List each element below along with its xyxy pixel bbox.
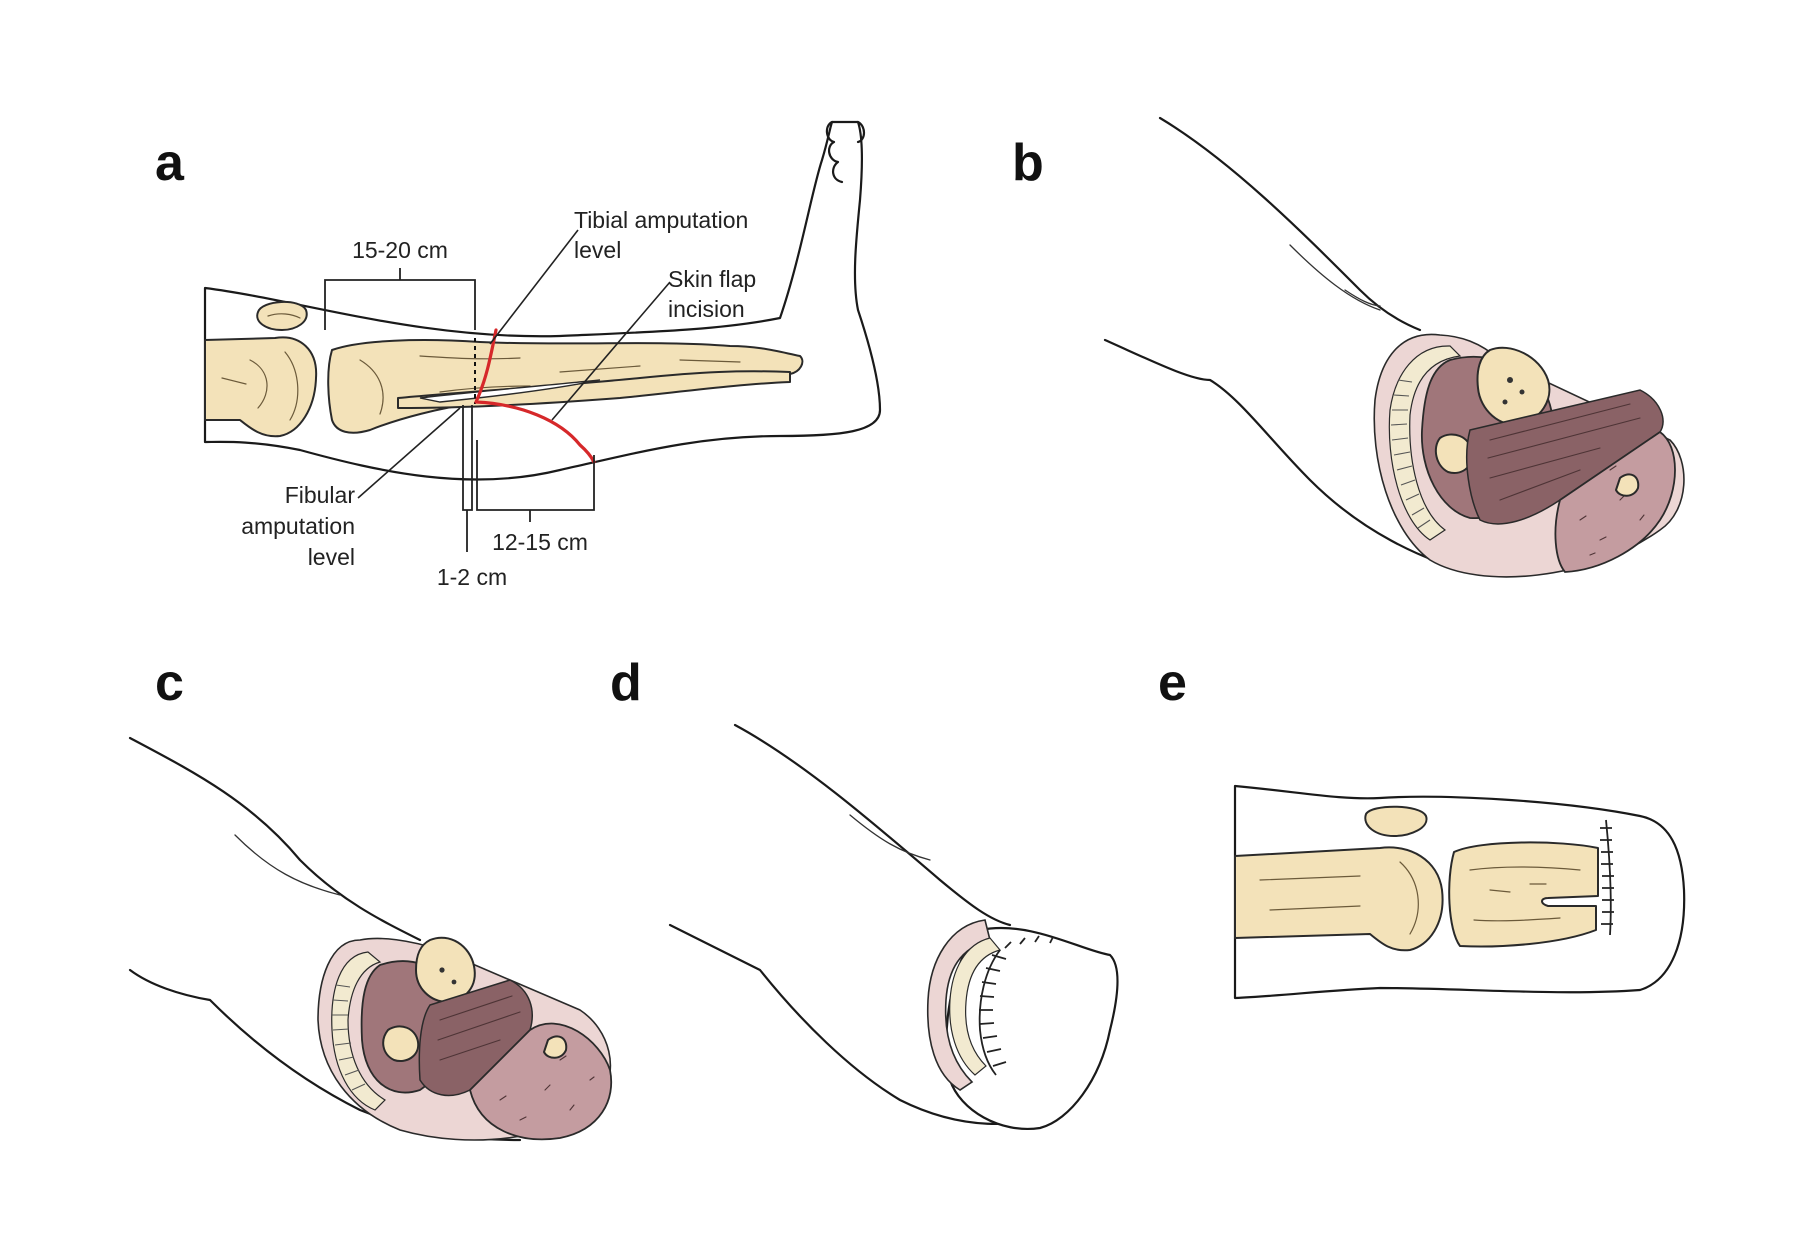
panel-letter-a: a: [155, 134, 185, 192]
toe-lines: [825, 120, 866, 184]
label-1-2: 1-2 cm: [437, 564, 507, 590]
tibia-section-c: [415, 936, 476, 1003]
label-fibular-2: amputation: [241, 513, 355, 539]
stump-outline-c: [128, 736, 422, 942]
label-12-15: 12-15 cm: [492, 529, 588, 555]
panel-letter-d: d: [610, 654, 642, 712]
patella-a: [256, 300, 308, 331]
panel-b: b: [1012, 116, 1685, 578]
fibula-section-b: [1434, 433, 1474, 474]
panel-d: d: [610, 654, 1119, 1131]
label-fibular-1: Fibular: [285, 482, 356, 508]
bracket-1-2: [462, 405, 473, 552]
stump-outline-b: [1158, 116, 1422, 332]
skin-rim-d: [926, 919, 991, 1091]
stump-outline-d: [733, 723, 1012, 927]
fibula-section-c: [382, 1025, 420, 1062]
label-tibial-1: Tibial amputation: [574, 207, 748, 233]
femur-e: [1234, 846, 1444, 952]
panel-letter-e: e: [1158, 654, 1187, 712]
tibia-section-b: [1476, 346, 1551, 426]
leader-skinflap: [551, 281, 671, 421]
skin-flap-c: [469, 1022, 612, 1141]
bracket-15-20: [324, 268, 476, 330]
panel-letter-b: b: [1012, 134, 1044, 192]
panel-a: a 15-20 cm 12-15 cm 1-2 cm Ti: [155, 120, 882, 590]
skin-flap-b: [1554, 431, 1676, 573]
panel-c: c: [128, 654, 612, 1142]
bracket-12-15: [476, 440, 595, 522]
skin-flap-incision: [474, 328, 596, 464]
tibia-stump-e: [1448, 841, 1599, 948]
leader-fibular: [357, 407, 461, 499]
patella-e: [1364, 805, 1428, 837]
muscle-flap-c: [418, 979, 533, 1097]
label-tibial-2: level: [574, 237, 621, 263]
femur-a: [204, 336, 318, 438]
panel-e: e: [1158, 654, 1686, 1000]
leader-tibial: [489, 229, 579, 345]
label-15-20: 15-20 cm: [352, 237, 448, 263]
muscle-flap-b: [1465, 389, 1664, 525]
stump-outline-d-lower: [668, 923, 1062, 1126]
label-fibular-3: level: [308, 544, 355, 570]
stump-outline-b-lower: [1103, 338, 1482, 577]
label-skinflap-1: Skin flap: [668, 266, 756, 292]
label-skinflap-2: incision: [668, 296, 745, 322]
panel-letter-c: c: [155, 654, 184, 712]
leg-outline: [203, 120, 882, 481]
